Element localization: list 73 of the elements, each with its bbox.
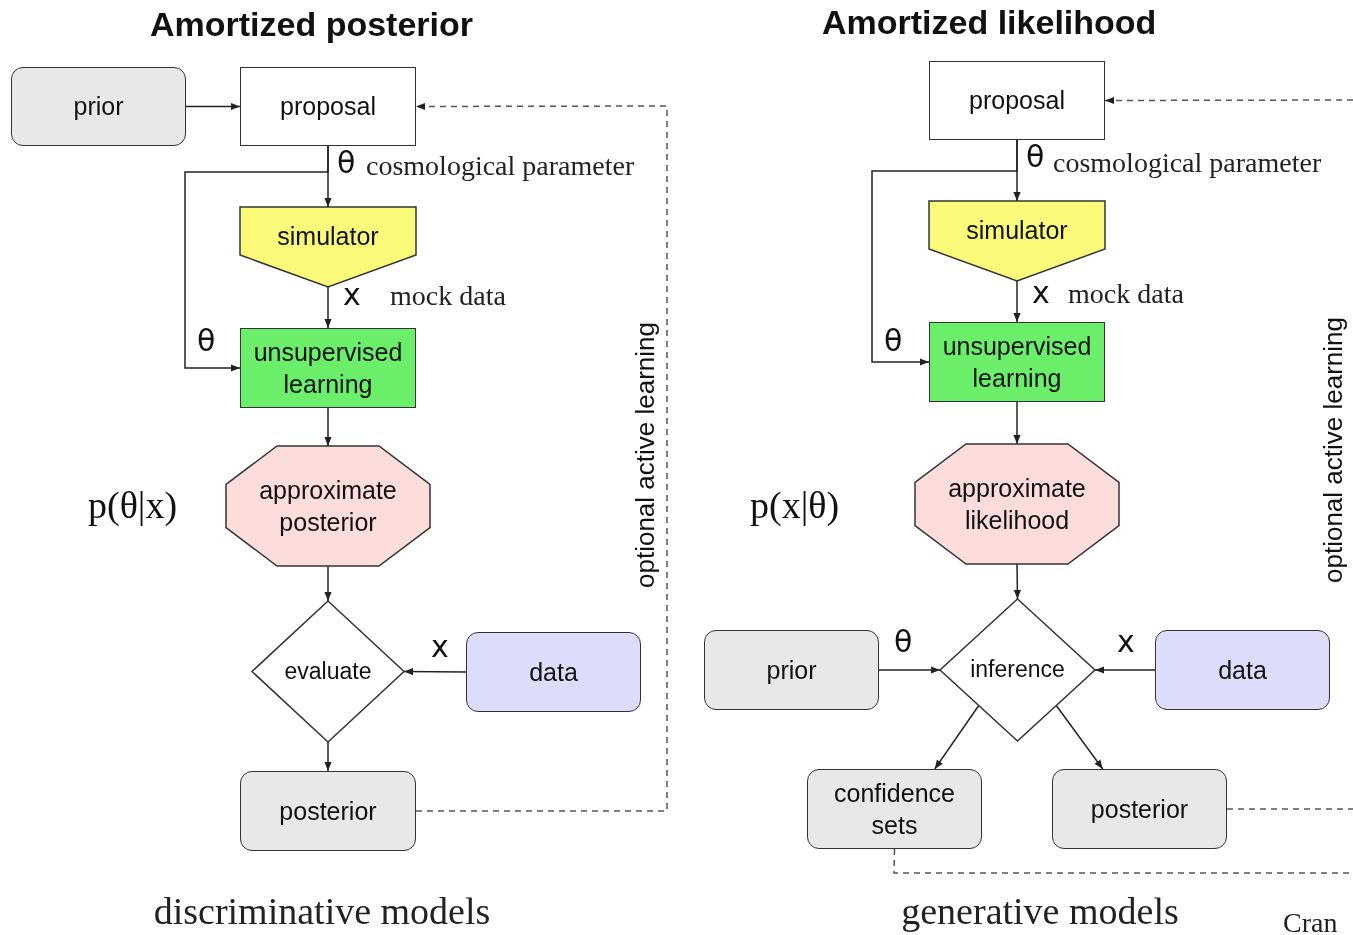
edge-label: θ — [884, 326, 903, 356]
arrow — [324, 741, 332, 772]
dashed-arrow — [1104, 96, 1353, 105]
node-label: data — [1217, 654, 1268, 686]
node-label: unsupervised learning — [941, 330, 1093, 394]
node-label: posterior — [1089, 793, 1190, 825]
edge-label: θ — [894, 627, 913, 657]
node-label: data — [528, 656, 579, 688]
dashed-arrow — [415, 102, 668, 812]
arrow — [324, 565, 332, 602]
simulator-shape — [240, 207, 416, 287]
annotation-text: mock data — [1068, 277, 1184, 311]
arrow — [185, 102, 241, 111]
arrow — [184, 145, 329, 372]
node-label: approximate posterior — [258, 474, 398, 538]
node-label: evaluate — [283, 656, 373, 686]
arrow — [1013, 280, 1021, 323]
process-box — [929, 61, 1105, 140]
edge-label: x — [343, 280, 361, 310]
formula-label: p(θ|x) — [88, 486, 178, 524]
node-label: prior — [72, 91, 125, 123]
node-label: proposal — [279, 91, 377, 123]
arrow — [403, 667, 467, 676]
decision-diamond — [252, 601, 404, 742]
annotation-text: cosmological parameter — [1053, 146, 1322, 180]
edge-label: θ — [197, 326, 216, 356]
arrow — [878, 666, 941, 674]
arrow — [1055, 704, 1104, 770]
rounded-box — [1155, 630, 1330, 710]
process-box — [240, 67, 416, 146]
annotation-text: mock data — [390, 279, 506, 313]
arrow — [934, 704, 980, 770]
arrow — [871, 139, 1018, 366]
caption-text: generative models — [901, 889, 1179, 934]
node-label: simulator — [276, 220, 380, 252]
node-label: posterior — [278, 795, 378, 827]
heading: Amortized likelihood — [822, 2, 1157, 43]
rounded-box — [466, 632, 641, 712]
decision-diamond — [940, 599, 1095, 741]
arrow — [1094, 666, 1156, 674]
vertical-label: optional active learning — [632, 322, 658, 588]
arrow — [324, 286, 332, 329]
process-box — [240, 328, 416, 408]
citation-text: Cran — [1283, 906, 1338, 935]
node-label: prior — [765, 654, 818, 686]
rounded-box — [1052, 769, 1227, 849]
rounded-box — [807, 769, 982, 849]
edge-label: θ — [337, 148, 356, 178]
edge-label: θ — [1026, 142, 1045, 172]
rounded-box — [240, 771, 416, 851]
rounded-box — [11, 67, 186, 146]
edge-label: x — [1032, 278, 1050, 308]
node-label: confidence sets — [833, 777, 956, 841]
caption-text: discriminative models — [153, 889, 491, 934]
rounded-box — [704, 630, 879, 710]
node-label: proposal — [968, 85, 1066, 117]
edge-label: x — [431, 632, 449, 662]
simulator-shape — [929, 201, 1105, 281]
process-box — [929, 322, 1105, 402]
node-label: inference — [969, 655, 1066, 685]
edge-label: x — [1117, 627, 1135, 657]
formula-label: p(x|θ) — [750, 486, 840, 524]
node-label: unsupervised learning — [252, 336, 404, 400]
vertical-label: optional active learning — [1320, 317, 1346, 583]
arrow — [1013, 563, 1021, 600]
octagon-shape — [226, 446, 430, 566]
heading: Amortized posterior — [150, 4, 474, 45]
arrow — [324, 407, 332, 447]
arrow — [1013, 401, 1021, 445]
annotation-text: cosmological parameter — [366, 149, 635, 183]
node-label: approximate likelihood — [947, 472, 1087, 536]
node-label: simulator — [965, 214, 1069, 246]
octagon-shape — [915, 444, 1119, 564]
